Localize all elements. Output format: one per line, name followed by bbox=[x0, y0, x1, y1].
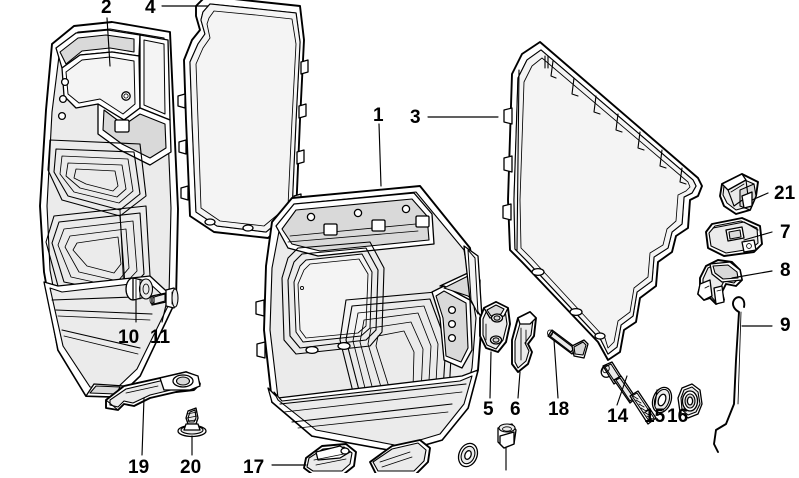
callout-14: 14 bbox=[607, 406, 629, 427]
callout-8: 8 bbox=[780, 260, 791, 281]
callout-3: 3 bbox=[410, 107, 421, 128]
callout-11: 11 bbox=[150, 327, 171, 348]
callout-5: 5 bbox=[483, 399, 494, 420]
part-8-latch-bracket bbox=[697, 259, 743, 305]
callout-17: 17 bbox=[243, 457, 265, 478]
callout-4: 4 bbox=[145, 0, 156, 18]
callout-2: 2 bbox=[101, 0, 112, 18]
callout-6: 6 bbox=[510, 399, 521, 420]
callout-20: 20 bbox=[180, 457, 202, 478]
part-7-cover-cap bbox=[705, 217, 763, 257]
part-17-mounting-bracket bbox=[303, 443, 357, 473]
callout-1: 1 bbox=[373, 105, 384, 126]
part-4-left-cover-trim bbox=[177, 0, 309, 239]
callout-19: 19 bbox=[128, 457, 150, 478]
small-part-washer bbox=[457, 442, 479, 468]
callout-15: 15 bbox=[644, 406, 666, 427]
leader-lines bbox=[106, 5, 773, 471]
part-9-spring-wire-rod bbox=[713, 296, 746, 453]
part-1-right-backrest-frame bbox=[255, 185, 483, 453]
part-10-bushing bbox=[125, 277, 154, 301]
part-14-shoulder-bolt bbox=[600, 361, 657, 425]
callout-7: 7 bbox=[780, 222, 791, 243]
part-18-pin-bolt bbox=[547, 329, 589, 359]
part-19-reinforcement-strap bbox=[105, 371, 201, 411]
callout-10: 10 bbox=[118, 327, 140, 348]
callout-9: 9 bbox=[780, 315, 791, 336]
callout-18: 18 bbox=[548, 399, 570, 420]
part-6-support-plate bbox=[511, 311, 537, 373]
part-5-hinge-bracket bbox=[479, 301, 511, 353]
part-17-bracket-right bbox=[369, 439, 431, 473]
small-part-sleeve-bushing bbox=[497, 423, 517, 449]
callout-16: 16 bbox=[667, 406, 689, 427]
part-20-expanding-rivet bbox=[177, 407, 207, 438]
part-3-right-cover-trim bbox=[502, 41, 703, 361]
part-16-nut bbox=[677, 383, 703, 419]
part-21-retaining-clip bbox=[719, 173, 759, 215]
callout-21: 21 bbox=[774, 183, 796, 204]
